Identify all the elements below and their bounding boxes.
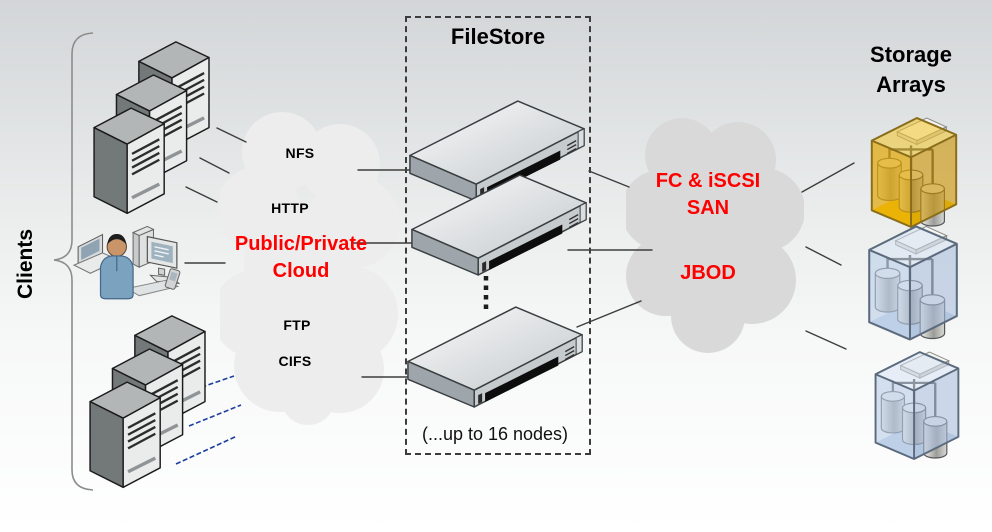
filestore-node-3-icon bbox=[402, 300, 588, 421]
client-server-stack-top-icon bbox=[90, 38, 215, 225]
clients-brace bbox=[53, 32, 94, 491]
san-label-line2: SAN bbox=[686, 197, 730, 219]
cloud-label-line1: Public/Private bbox=[234, 233, 368, 255]
protocol-ftp-label: FTP bbox=[283, 317, 311, 333]
cloud-label-line2: Cloud bbox=[272, 260, 330, 282]
filestore-node-2-icon bbox=[406, 168, 592, 289]
storage-arrays-title-line1: Storage bbox=[870, 42, 952, 67]
storage-array-blue-1-icon bbox=[857, 220, 967, 347]
storage-arrays-title: Storage Arrays bbox=[870, 40, 952, 100]
client-workstation-user-icon bbox=[72, 208, 184, 310]
filestore-title: FileStore bbox=[450, 24, 546, 49]
protocol-nfs-label: NFS bbox=[285, 145, 315, 161]
jbod-label: JBOD bbox=[680, 262, 736, 284]
public-private-cloud-label: Public/Private Cloud bbox=[235, 231, 367, 285]
filestore-box bbox=[405, 16, 591, 455]
san-label: FC & iSCSI SAN bbox=[656, 168, 760, 222]
storage-arrays-title-line2: Arrays bbox=[876, 72, 946, 97]
black-connector-lines bbox=[184, 127, 855, 378]
client-server-stack-bottom-icon bbox=[86, 312, 211, 499]
protocol-cifs-label: CIFS bbox=[278, 353, 312, 369]
protocol-http-label: HTTP bbox=[271, 200, 309, 216]
clients-label: Clients bbox=[14, 229, 37, 300]
san-label-line1: FC & iSCSI bbox=[655, 170, 761, 192]
storage-array-blue-2-icon bbox=[864, 346, 968, 466]
filestore-caption: (...up to 16 nodes) bbox=[421, 424, 569, 444]
storage-array-gold-icon bbox=[860, 112, 966, 234]
